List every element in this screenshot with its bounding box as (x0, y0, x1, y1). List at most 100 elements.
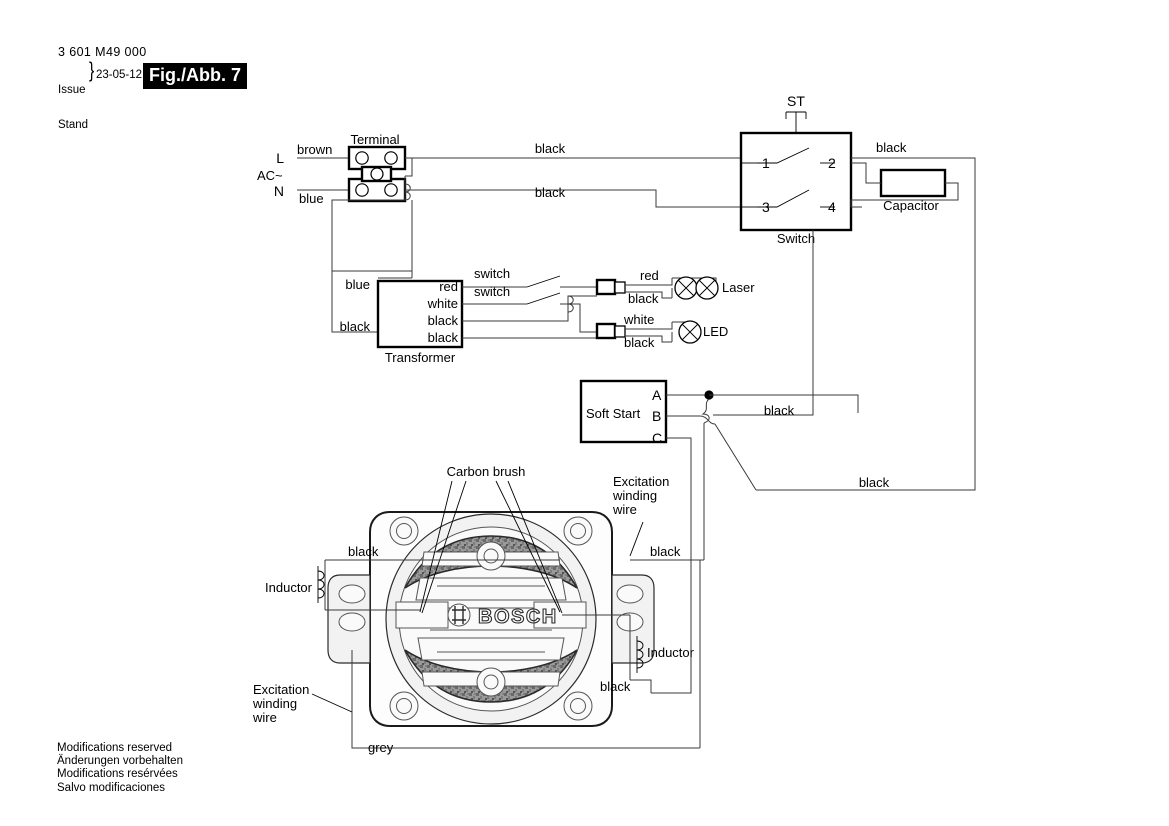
wire-black-right-bus (756, 157, 976, 491)
connector-led-body (595, 322, 617, 340)
inductor-left-group: Inductor black (265, 544, 560, 611)
wire-inductor-right-to-c (630, 679, 652, 693)
wire-cap-right (850, 182, 959, 207)
issue-brace: } (89, 59, 95, 82)
switch-pin-3-label: 3 (762, 199, 770, 215)
terminal-pad-bridge (370, 167, 384, 181)
excitation-left-line1: Excitation (253, 682, 309, 697)
brown-wire-label: brown (297, 142, 332, 157)
soft-start-title: Soft Start (586, 406, 641, 421)
wire-white-seg-b (560, 303, 597, 333)
motor-lug-left-hole-1 (338, 584, 366, 604)
capacitor-body (879, 168, 947, 198)
switch-tap-label-2: switch (474, 284, 510, 299)
motor-boss-tr-hole (570, 523, 586, 539)
wire-pin4-to-softstart-b (713, 230, 814, 416)
switch-actuator-stem (785, 111, 807, 133)
terminal-pad-n2 (384, 183, 398, 197)
transformer-out-black1-label: black (428, 313, 459, 328)
excitation-right-leader (629, 521, 644, 557)
laser-lamp-2-cross (699, 280, 715, 296)
carbon-brush-label: Carbon brush (447, 464, 526, 479)
transformer-secondary: switch switch (462, 266, 597, 339)
connector-laser (595, 278, 626, 296)
inductor-right-coil-icon (636, 640, 644, 669)
capacitor-title: Capacitor (883, 198, 939, 213)
bosch-roundel-mark (452, 606, 466, 624)
switch-actuator-label: ST (787, 93, 805, 109)
issue-stand-labels: Issue Stand (58, 62, 88, 155)
motor-black-top-right-label: black (650, 544, 681, 559)
motor-plate-lower (417, 637, 565, 661)
motor-assembly: BOSCH (327, 511, 655, 727)
wire-led-black (625, 335, 672, 343)
led-block: LED white black (623, 312, 728, 350)
switch-tap-label-1: switch (474, 266, 510, 281)
excitation-left-line2: winding (252, 696, 297, 711)
carbon-brush-leader-left-2 (421, 480, 467, 614)
switch-symbol-red (526, 275, 561, 288)
supply-wires (297, 157, 350, 191)
capacitor-block: Capacitor (850, 162, 959, 213)
excitation-right-line2: winding (612, 488, 657, 503)
part-number: 3 601 M49 000 (58, 45, 147, 59)
wire-laser-red (625, 278, 673, 286)
connector-led (595, 322, 626, 340)
ac-source-label: AC~ (257, 168, 283, 183)
bosch-roundel (447, 603, 471, 627)
switch-pin-1-label: 1 (762, 155, 770, 171)
wire-label-black-softstart-c: black (859, 475, 890, 490)
notice-line-es: Salvo modificaciones (57, 781, 166, 794)
motor-boss-br-hole (570, 698, 586, 714)
terminal-title: Terminal (350, 132, 399, 147)
carbon-brush-leader-right-2 (507, 480, 563, 614)
motor-plate-upper (415, 577, 567, 601)
motor-pivot-bottom-hole (483, 674, 499, 690)
carbon-brush-leader-right (495, 480, 561, 613)
inductor-left-label: Inductor (265, 580, 313, 595)
transformer-in-blue-label: blue (345, 277, 370, 292)
motor-black-bottom-right-label: black (600, 679, 631, 694)
connector-led-tip (614, 325, 626, 338)
connector-laser-body (595, 278, 617, 296)
transformer-out-black2-label: black (428, 330, 459, 345)
terminal-pad-l1 (355, 151, 369, 165)
transformer-block: Transformer blue black red white black b… (340, 277, 464, 365)
transformer-out-white-label: white (427, 296, 458, 311)
laser-lamp-1-cross (678, 280, 694, 296)
soft-start-block: Soft Start A B C black black (579, 379, 890, 694)
notice-line-fr: Modifications resérvées (57, 768, 178, 781)
led-lamp-cross (682, 324, 698, 340)
notice-line-de: Änderungen vorbehalten (57, 755, 183, 768)
laser-wire-red-label: red (640, 268, 659, 283)
soft-start-pin-c-label: C (652, 430, 662, 446)
motor-boss-bl-hole (396, 698, 412, 714)
excitation-left-line3: wire (252, 710, 277, 725)
wire-softstart-diagonal (714, 423, 757, 491)
carbon-brush-left-holder (395, 601, 449, 629)
motor-lug-right-hole-1 (616, 584, 644, 604)
blue-wire-label: blue (299, 191, 324, 206)
transformer-out-red-label: red (439, 279, 458, 294)
wire-grey-run (351, 650, 700, 749)
motor-grey-label: grey (368, 740, 394, 755)
wire-label-black-softstart-a: black (764, 403, 795, 418)
led-wire-white-label: white (623, 312, 654, 327)
inductor-right-group: Inductor black (562, 614, 695, 694)
wire-cap-left (851, 162, 881, 184)
notice-line-en: Modifications reserved (57, 742, 173, 754)
inductor-right-label: Inductor (647, 645, 695, 660)
excitation-left-leader (311, 693, 353, 713)
wire-crossover-secondary (567, 295, 574, 313)
bosch-wordmark: BOSCH (478, 606, 558, 628)
switch-pin-4-label: 4 (828, 199, 836, 215)
switch-block[interactable]: 1 2 3 4 ST Switch (739, 93, 853, 246)
neutral-terminal-label: N (274, 183, 284, 199)
wire-softstart-c-down (651, 437, 692, 694)
wire-black-to-switch-3 (405, 189, 756, 208)
wire-softstart-a-right (709, 394, 859, 413)
switch-body[interactable] (739, 131, 853, 232)
soft-start-body (579, 379, 668, 444)
terminal-pad-n1 (355, 183, 369, 197)
